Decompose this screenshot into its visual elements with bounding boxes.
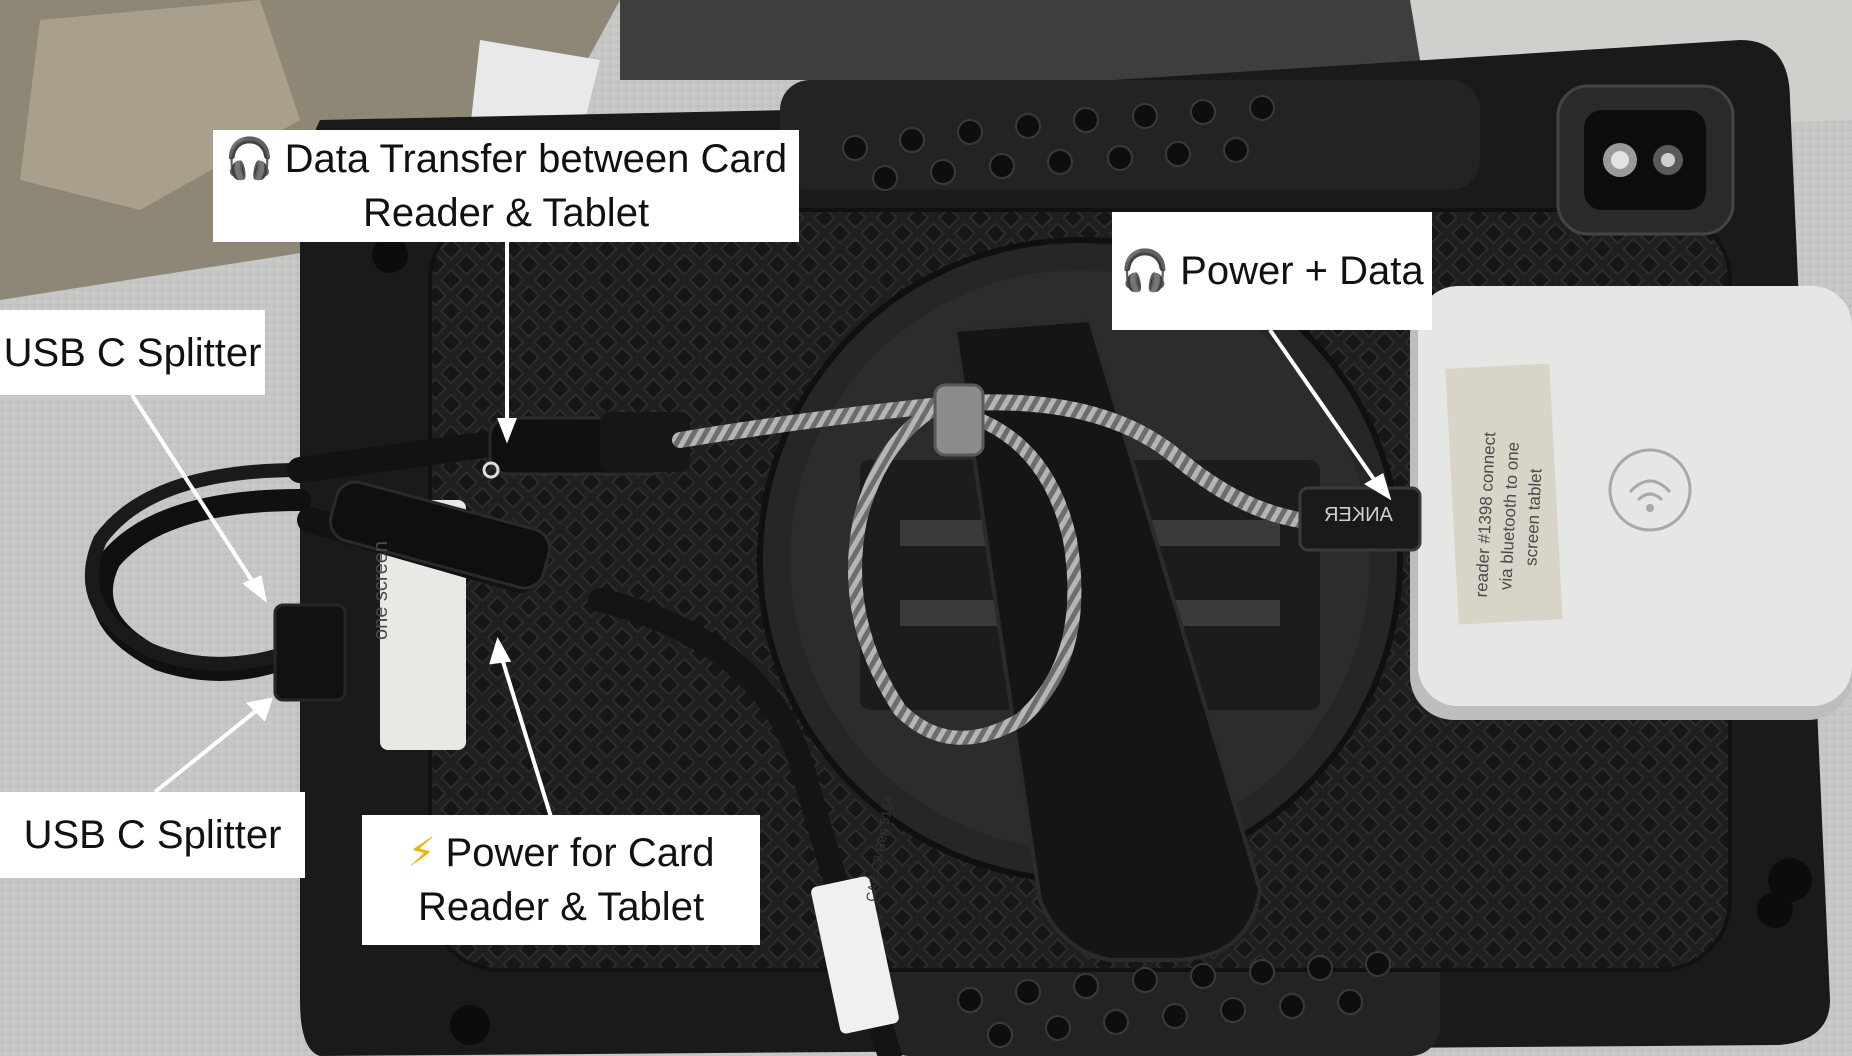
reader-sticker-text: reader #1398 connect via bluetooth to on… <box>1469 424 1550 608</box>
callout-power-card-reader-line-2: Reader & Tablet <box>417 885 705 929</box>
callout-power-card-reader-line-1: Power for Card <box>445 831 715 875</box>
cable-brand-text: ANKER <box>1324 504 1393 526</box>
cables <box>84 383 1422 1056</box>
lightning-icon: ⚡ <box>407 831 436 875</box>
arrow-usb-splitter-bottom <box>153 704 264 794</box>
callout-usb-splitter-top: USB C Splitter <box>0 310 265 395</box>
callout-usb-splitter-bottom-line-1: USB C Splitter <box>23 813 282 857</box>
callout-data-transfer: 🎧Data Transfer between Card Reader & Tab… <box>213 130 799 242</box>
pointer-arrows <box>130 242 1392 831</box>
callout-usb-splitter-bottom: USB C Splitter <box>0 792 305 878</box>
headphones-icon: 🎧 <box>224 137 275 181</box>
callout-usb-splitter-top-line-1: USB C Splitter <box>3 330 262 375</box>
hand-strap <box>952 317 1263 962</box>
card-reader <box>1410 286 1852 720</box>
arrow-power-data <box>1268 328 1382 490</box>
cable-tag-line-1: CAE <box>862 873 883 903</box>
cable-tag-line-3: Rep <box>871 826 891 853</box>
callout-power-data-line-1: Power + Data <box>1180 249 1424 293</box>
callout-data-transfer-line-2: Reader & Tablet <box>362 191 650 235</box>
tablet-sticker-text: one screen <box>370 541 392 640</box>
arrow-usb-splitter-top <box>130 393 260 592</box>
callout-power-card-reader: ⚡Power for Card Reader & Tablet <box>362 815 760 945</box>
cable-tag-line-4: 5154 <box>876 794 897 826</box>
case-grip-bumps <box>842 95 1391 1048</box>
arrow-power-card-reader <box>498 651 557 831</box>
cable-tag-line-2: C2 <box>868 853 886 873</box>
callout-power-data: 🎧Power + Data <box>1112 212 1432 330</box>
headphones-icon: 🎧 <box>1120 249 1171 293</box>
callout-data-transfer-line-1: Data Transfer between Card <box>284 137 788 181</box>
